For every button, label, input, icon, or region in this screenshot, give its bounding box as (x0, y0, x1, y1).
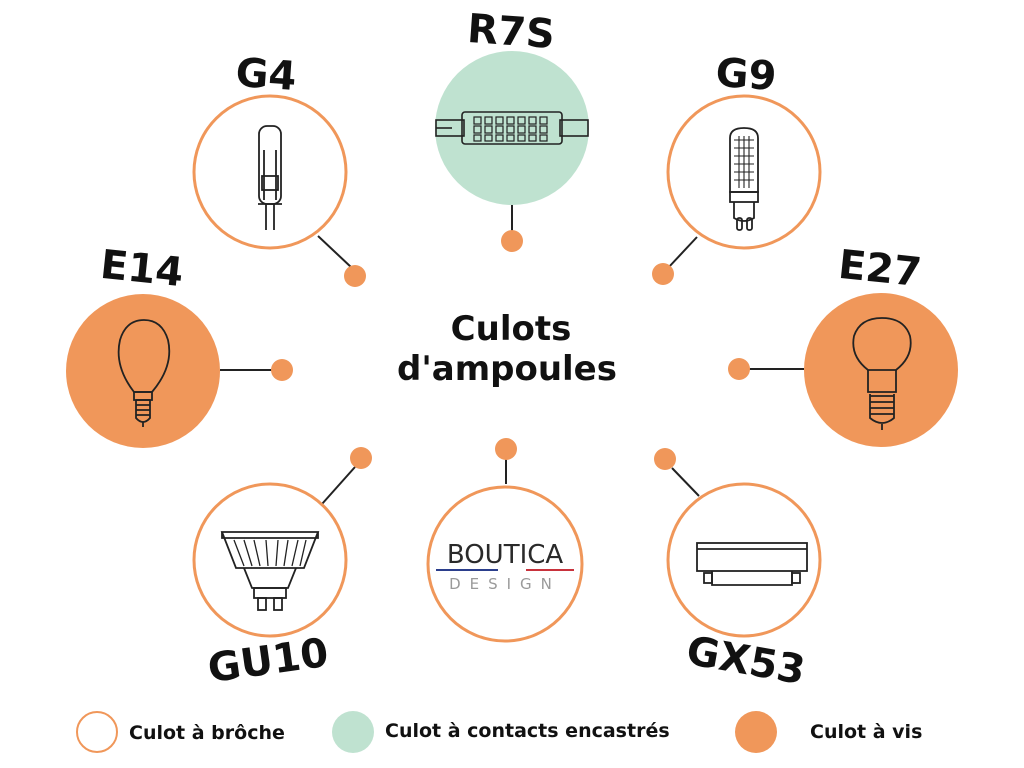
legend-label-screw: Culot à vis (810, 721, 922, 743)
legend-swatch-pin (76, 711, 118, 753)
node-brand: BOUTICA DESIGN (426, 438, 584, 643)
legend-label-pin: Culot à brôche (129, 722, 285, 744)
e14-globe-bulb-icon (117, 319, 171, 427)
connector-line-gx53 (671, 467, 700, 497)
connector-dot-r7s (501, 230, 523, 252)
gu10-spot-bulb-icon (220, 531, 320, 611)
r7s-linear-bulb-icon (435, 111, 589, 145)
diagram-title-line1: Culots (451, 309, 572, 349)
node-r7s: R7S (435, 6, 589, 252)
node-label-e27: E27 (836, 242, 923, 296)
connector-dot-gx53 (654, 448, 676, 470)
connector-dot-g4 (344, 265, 366, 287)
node-gx53: GX53 (654, 448, 822, 694)
node-gu10: GU10 (192, 447, 372, 692)
legend: Culot à brôche Culot à contacts encastré… (76, 711, 922, 753)
connector-line-gu10 (321, 466, 356, 505)
node-circle-g4 (192, 94, 348, 250)
node-circle-brand (426, 485, 584, 643)
brand-name: BOUTICA (447, 540, 564, 570)
brand-tagline: DESIGN (449, 575, 561, 593)
node-label-e14: E14 (98, 242, 185, 296)
g4-capsule-bulb-icon (258, 125, 282, 230)
node-label-r7s: R7S (466, 6, 556, 58)
node-label-g9: G9 (714, 50, 778, 100)
node-e27: E27 (728, 242, 958, 447)
gx53-disc-lamp-icon (696, 542, 808, 586)
node-g4: G4 (192, 50, 366, 287)
diagram-title-line2: d'ampoules (397, 349, 617, 389)
connector-dot-e14 (271, 359, 293, 381)
node-e14: E14 (66, 242, 293, 448)
node-label-gx53: GX53 (683, 628, 809, 694)
node-label-g4: G4 (234, 50, 298, 100)
node-circle-e14 (66, 294, 220, 448)
connector-dot-e27 (728, 358, 750, 380)
node-g9: G9 (652, 50, 822, 285)
connector-dot-g9 (652, 263, 674, 285)
node-circle-r7s (435, 51, 589, 205)
legend-label-contacts: Culot à contacts encastrés (385, 720, 670, 742)
connector-line-g9 (667, 236, 698, 269)
node-circle-gx53 (666, 482, 822, 638)
connector-dot-brand (495, 438, 517, 460)
node-circle-gu10 (192, 482, 348, 638)
legend-swatch-screw (735, 711, 777, 753)
connector-line-g4 (317, 235, 353, 269)
node-label-gu10: GU10 (205, 630, 331, 692)
g9-capsule-bulb-icon (729, 127, 759, 231)
connector-dot-gu10 (350, 447, 372, 469)
legend-swatch-contacts (332, 711, 374, 753)
e27-bulb-icon (852, 317, 912, 430)
